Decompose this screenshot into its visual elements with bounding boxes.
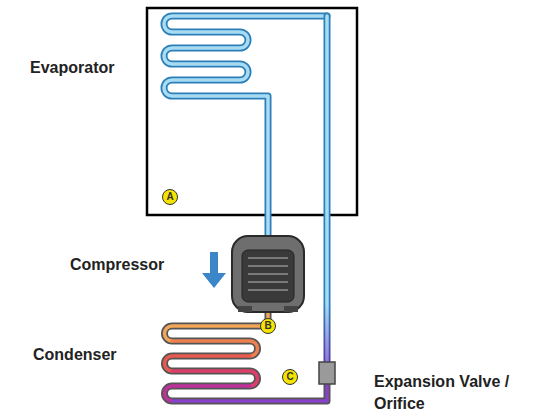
callout-letter: A xyxy=(162,189,178,205)
callout-letter: C xyxy=(282,369,298,385)
part-label: Expansion Valve / Orifice xyxy=(374,371,524,415)
flow-arrow xyxy=(202,252,226,288)
compressor-symbol xyxy=(232,236,304,312)
expansion-valve xyxy=(319,362,335,384)
condenser-coil xyxy=(165,310,328,401)
part-label: Compressor xyxy=(70,254,164,276)
evaporator-coil xyxy=(164,16,327,362)
part-label: Condenser xyxy=(33,344,117,366)
part-label: Evaporator xyxy=(30,57,114,79)
callout-letter: B xyxy=(260,318,276,334)
